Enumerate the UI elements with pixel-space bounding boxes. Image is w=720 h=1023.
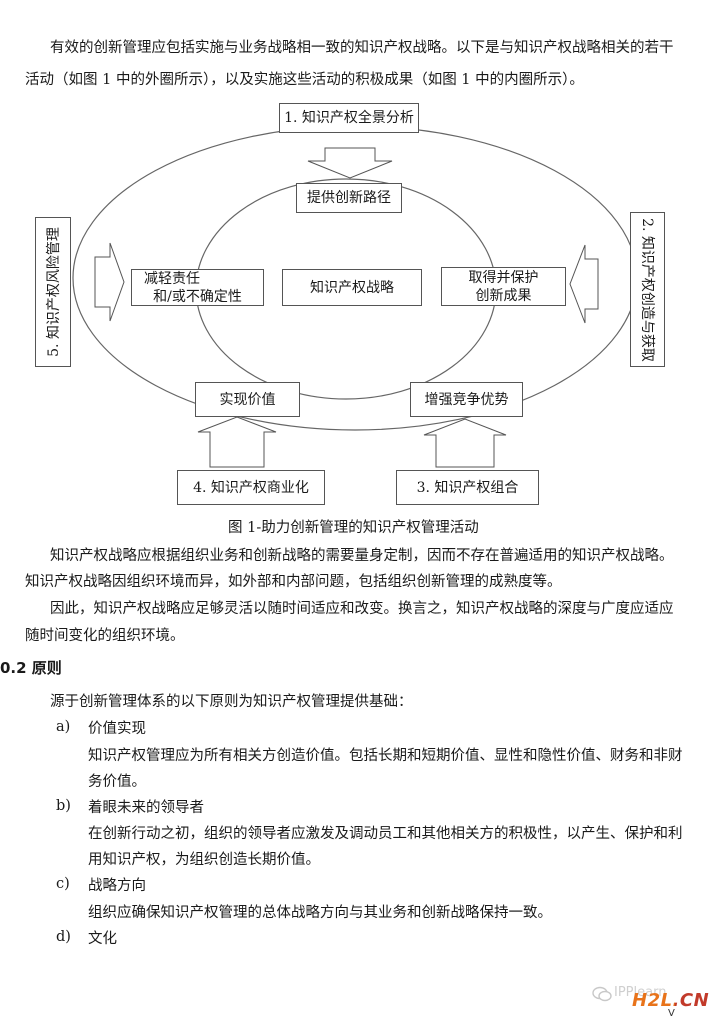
arrow-right-left-icon (94, 242, 125, 322)
item-c-marker: c) (56, 876, 70, 892)
wechat-label: IPPlearn (614, 985, 666, 1000)
figure-caption: 图 1-助力创新管理的知识产权管理活动 (228, 520, 479, 536)
item-a-title: 价值实现 (88, 721, 146, 737)
h2l-logo-text: H2L.CN (632, 990, 710, 1011)
item-c-line-1: 组织应确保知识产权管理的总体战略方向与其业务和创新战略保持一致。 (88, 905, 552, 921)
figure-1: 1. 知识产权全景分析 2. 知识产权创造与获取 5. 知识产权风险管理 4. … (0, 95, 720, 525)
arrow-up-bottom-right-icon (423, 418, 507, 468)
inner-box-top: 提供创新路径 (296, 183, 402, 213)
inner-box-left-line-1: 减轻责任 (144, 270, 200, 287)
outer-box-right: 2. 知识产权创造与获取 (630, 212, 665, 367)
page-number: V (668, 1008, 675, 1019)
item-b-title: 着眼未来的领导者 (88, 800, 204, 816)
wechat-watermark: IPPlearn (592, 984, 670, 1004)
inner-box-left: 减轻责任 和/或不确定性 (131, 269, 264, 306)
paragraph-1-line-2: 知识产权战略因组织环境而异，如外部和内部问题，包括组织创新管理的成熟度等。 (25, 574, 562, 590)
item-c-title: 战略方向 (88, 878, 146, 894)
inner-box-right-line-1: 取得并保护 (468, 269, 539, 286)
outer-box-top: 1. 知识产权全景分析 (279, 103, 419, 133)
inner-box-center: 知识产权战略 (282, 269, 422, 306)
item-b-line-2: 用知识产权，为组织创造长期价值。 (88, 852, 320, 868)
section-intro: 源于创新管理体系的以下原则为知识产权管理提供基础： (50, 694, 413, 710)
item-b-marker: b) (56, 798, 71, 814)
item-a-line-1: 知识产权管理应为所有相关方创造价值。包括长期和短期价值、显性和隐性价值、财务和非… (88, 748, 683, 764)
item-d-title: 文化 (88, 931, 117, 947)
wechat-icon (592, 986, 612, 1002)
inner-box-left-line-2: 和/或不确定性 (153, 288, 242, 305)
arrow-left-right-icon (569, 244, 599, 324)
outer-box-left-label: 5. 知识产权风险管理 (46, 227, 62, 357)
inner-box-bottom-right: 增强竞争优势 (410, 382, 523, 417)
paragraph-2-line-1: 因此，知识产权战略应足够灵活以随时间适应和改变。换言之，知识产权战略的深度与广度… (50, 601, 674, 617)
item-a-marker: a) (56, 719, 71, 735)
paragraph-1-line-1: 知识产权战略应根据组织业务和创新战略的需要量身定制，因而不存在普遍适用的知识产权… (50, 548, 674, 564)
item-a-line-2: 务价值。 (88, 774, 146, 790)
inner-box-right: 取得并保护 创新成果 (441, 267, 566, 306)
inner-box-bottom-left: 实现价值 (195, 382, 300, 417)
figure-diagram-lines (72, 125, 638, 468)
intro-line-1: 有效的创新管理应包括实施与业务战略相一致的知识产权战略。以下是与知识产权战略相关… (50, 40, 674, 56)
paragraph-2-line-2: 随时间变化的组织环境。 (25, 628, 185, 644)
item-b-line-1: 在创新行动之初，组织的领导者应激发及调动员工和其他相关方的积极性，以产生、保护和… (88, 826, 683, 842)
intro-line-2: 活动（如图 1 中的外圈所示），以及实施这些活动的积极成果（如图 1 中的内圈所… (25, 72, 584, 88)
arrow-down-top-icon (307, 147, 393, 179)
section-heading: 0.2 原则 (0, 659, 62, 677)
outer-box-left: 5. 知识产权风险管理 (35, 217, 71, 367)
inner-box-right-line-2: 创新成果 (475, 287, 532, 304)
outer-box-bottom-right: 3. 知识产权组合 (396, 470, 539, 505)
outer-box-right-label: 2. 知识产权创造与获取 (638, 217, 655, 362)
h2l-logo: H2L.CN (632, 990, 709, 1011)
item-d-marker: d) (56, 929, 71, 945)
arrow-up-bottom-left-icon (197, 416, 277, 468)
outer-box-bottom-left: 4. 知识产权商业化 (177, 470, 325, 505)
